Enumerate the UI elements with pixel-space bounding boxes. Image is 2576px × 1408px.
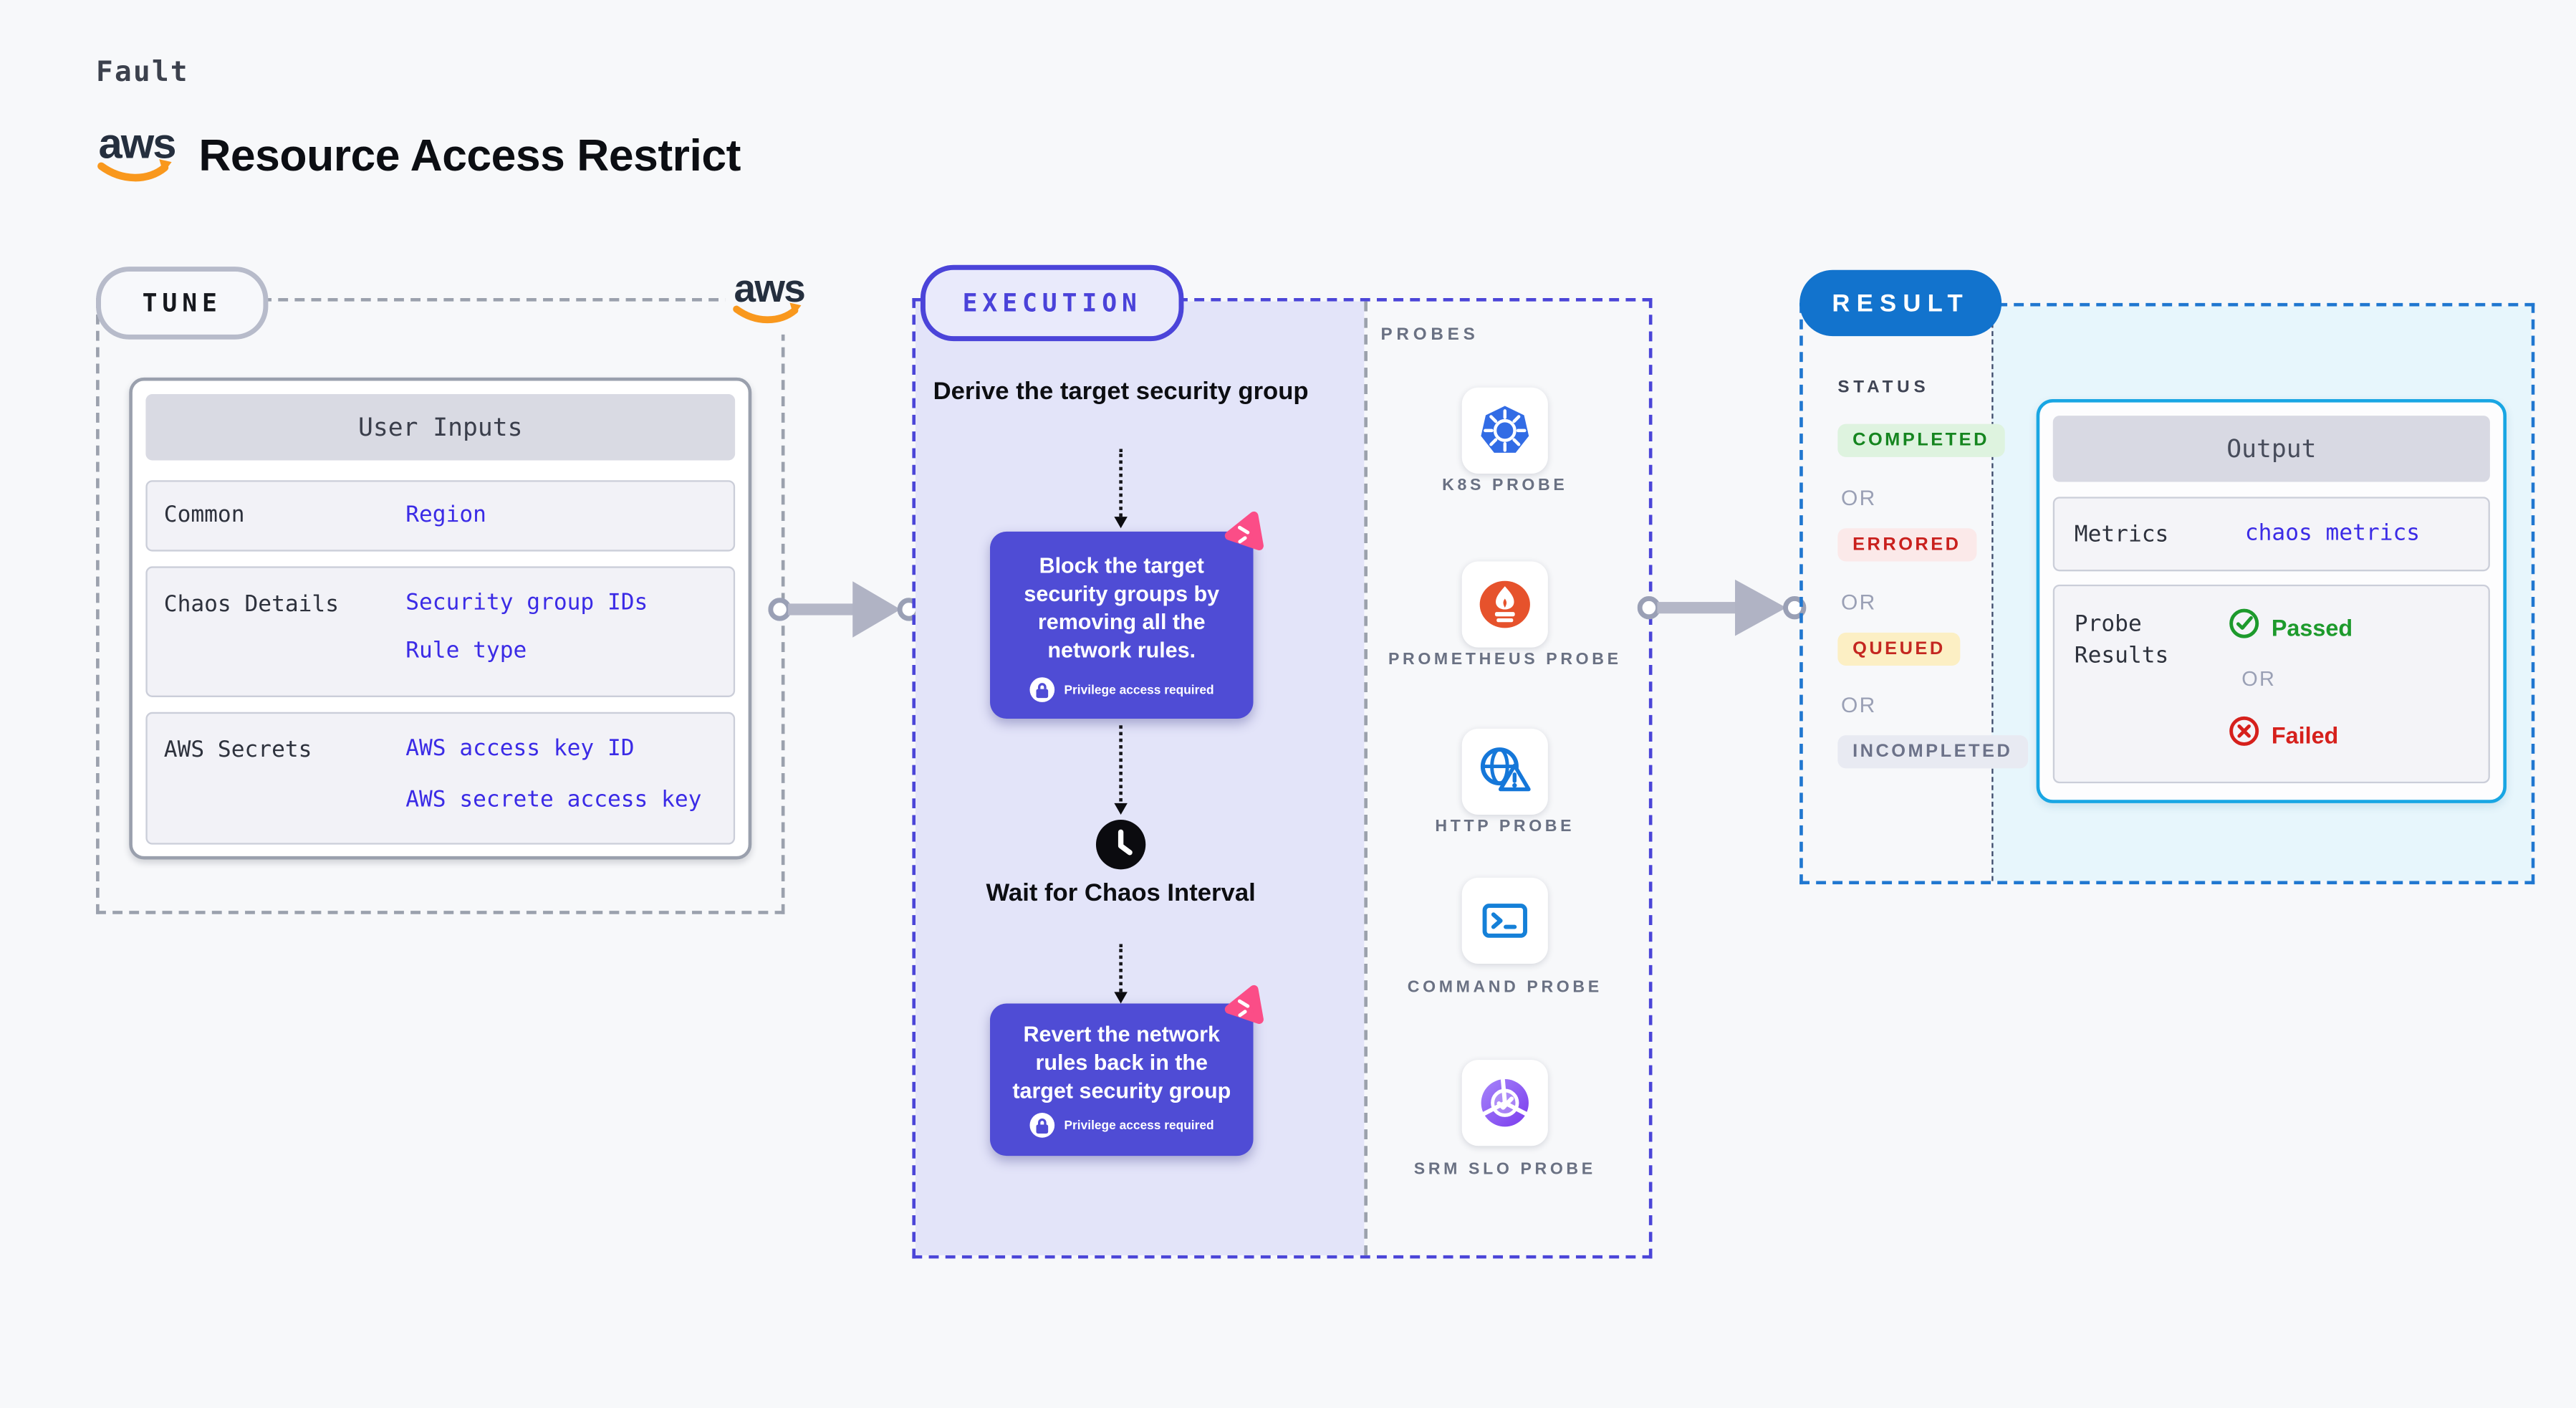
probe-label: HTTP PROBE [1435, 818, 1575, 837]
metrics-value: chaos metrics [2244, 519, 2421, 547]
execution-section-pill: EXECUTION [920, 264, 1184, 342]
status-label: STATUS [1837, 377, 1930, 398]
probe-results-row: Probe Results Passed OR [2052, 584, 2490, 784]
probes-column [1364, 301, 1649, 1255]
probe-label: K8S PROBE [1442, 476, 1568, 496]
terminal-icon [1461, 877, 1548, 964]
block-step-text: Block the target security groups by remo… [1024, 552, 1220, 663]
metrics-row: Metrics chaos metrics [2052, 497, 2490, 572]
result-section-pill: RESULT [1799, 269, 2002, 337]
row-label: AWS Secrets [163, 737, 312, 764]
probes-label: PROBES [1380, 324, 1479, 345]
status-badge-errored: ERRORED [1837, 528, 1976, 562]
status-badge-incompleted: INCOMPLETED [1837, 735, 2028, 769]
or-separator: OR [1840, 692, 1877, 717]
x-circle-icon [2229, 715, 2260, 755]
prometheus-icon [1461, 561, 1548, 648]
privilege-badge-label: Privilege access required [1064, 1117, 1214, 1133]
svg-text:aws: aws [734, 266, 805, 310]
failed-label: Failed [2271, 722, 2339, 749]
slo-donut-check-icon [1461, 1060, 1548, 1146]
kubernetes-icon [1461, 387, 1548, 474]
svg-text:aws: aws [99, 119, 176, 167]
down-arrow-icon [1114, 944, 1128, 1004]
block-step-card: Block the target security groups by remo… [990, 531, 1254, 719]
failed-result: Failed [2229, 715, 2339, 755]
check-circle-icon [2229, 608, 2260, 647]
revert-step-card: Revert the network rules back in the tar… [990, 1003, 1254, 1156]
or-separator: OR [1840, 485, 1877, 510]
clock-icon [1095, 818, 1148, 880]
output-header: Output [2052, 416, 2490, 482]
aws-logo: aws [95, 116, 178, 197]
row-label: Common [163, 502, 245, 529]
chaos-engine-icon [1220, 510, 1267, 565]
lock-icon [1029, 677, 1054, 702]
status-badge-queued: QUEUED [1837, 632, 1961, 666]
wait-step-label: Wait for Chaos Interval [986, 879, 1256, 908]
table-row-aws-secrets: AWS Secrets AWS access key ID AWS secret… [145, 712, 736, 845]
row-value: Rule type [405, 637, 527, 664]
down-arrow-icon [1114, 449, 1128, 529]
privilege-badge: Privilege access required [1006, 677, 1236, 702]
table-row-common: Common Region [145, 480, 736, 552]
row-value: Security group IDs [405, 589, 648, 616]
aws-logo-small: aws [725, 258, 812, 335]
row-value: Region [405, 502, 486, 529]
privilege-badge-label: Privilege access required [1064, 682, 1214, 697]
passed-result: Passed [2229, 608, 2352, 647]
tune-section-pill: TUNE [96, 267, 269, 340]
row-value: AWS secrete access key [405, 786, 702, 813]
or-separator: OR [2241, 667, 2277, 691]
output-card: Output Metrics chaos metrics Probe Resul… [2036, 398, 2507, 803]
status-badge-completed: COMPLETED [1837, 423, 2004, 457]
metrics-label: Metrics [2074, 521, 2169, 548]
revert-step-text: Revert the network rules back in the tar… [1012, 1021, 1231, 1103]
probe-label: SRM SLO PROBE [1413, 1161, 1596, 1179]
http-globe-warning-icon [1461, 728, 1548, 815]
title-row: aws Resource Access Restrict [95, 116, 741, 197]
passed-label: Passed [2271, 614, 2353, 641]
privilege-badge: Privilege access required [1006, 1113, 1236, 1138]
derive-step-label: Derive the target security group [933, 377, 1309, 406]
fault-label: Fault [96, 56, 189, 90]
table-row-chaos-details: Chaos Details Security group IDs Rule ty… [145, 566, 736, 697]
probe-results-label: Probe Results [2074, 610, 2169, 669]
row-label: Chaos Details [163, 591, 340, 618]
probe-label: PROMETHEUS PROBE [1388, 651, 1622, 669]
page-title: Resource Access Restrict [198, 130, 741, 181]
lock-icon [1029, 1113, 1054, 1138]
user-inputs-table: User Inputs Common Region Chaos Details … [129, 377, 752, 860]
user-inputs-header: User Inputs [145, 394, 736, 461]
probe-label: COMMAND PROBE [1407, 978, 1602, 997]
chaos-engine-icon [1220, 984, 1267, 1038]
down-arrow-icon [1114, 725, 1128, 815]
row-value: AWS access key ID [405, 735, 635, 762]
result-section-panel: STATUS COMPLETED OR ERRORED OR QUEUED OR… [1799, 302, 2535, 885]
tune-to-execution-arrow [768, 557, 921, 671]
or-separator: OR [1840, 589, 1877, 615]
execution-section-panel: Derive the target security group Block t… [912, 297, 1653, 1259]
execution-to-result-arrow [1637, 555, 1807, 669]
